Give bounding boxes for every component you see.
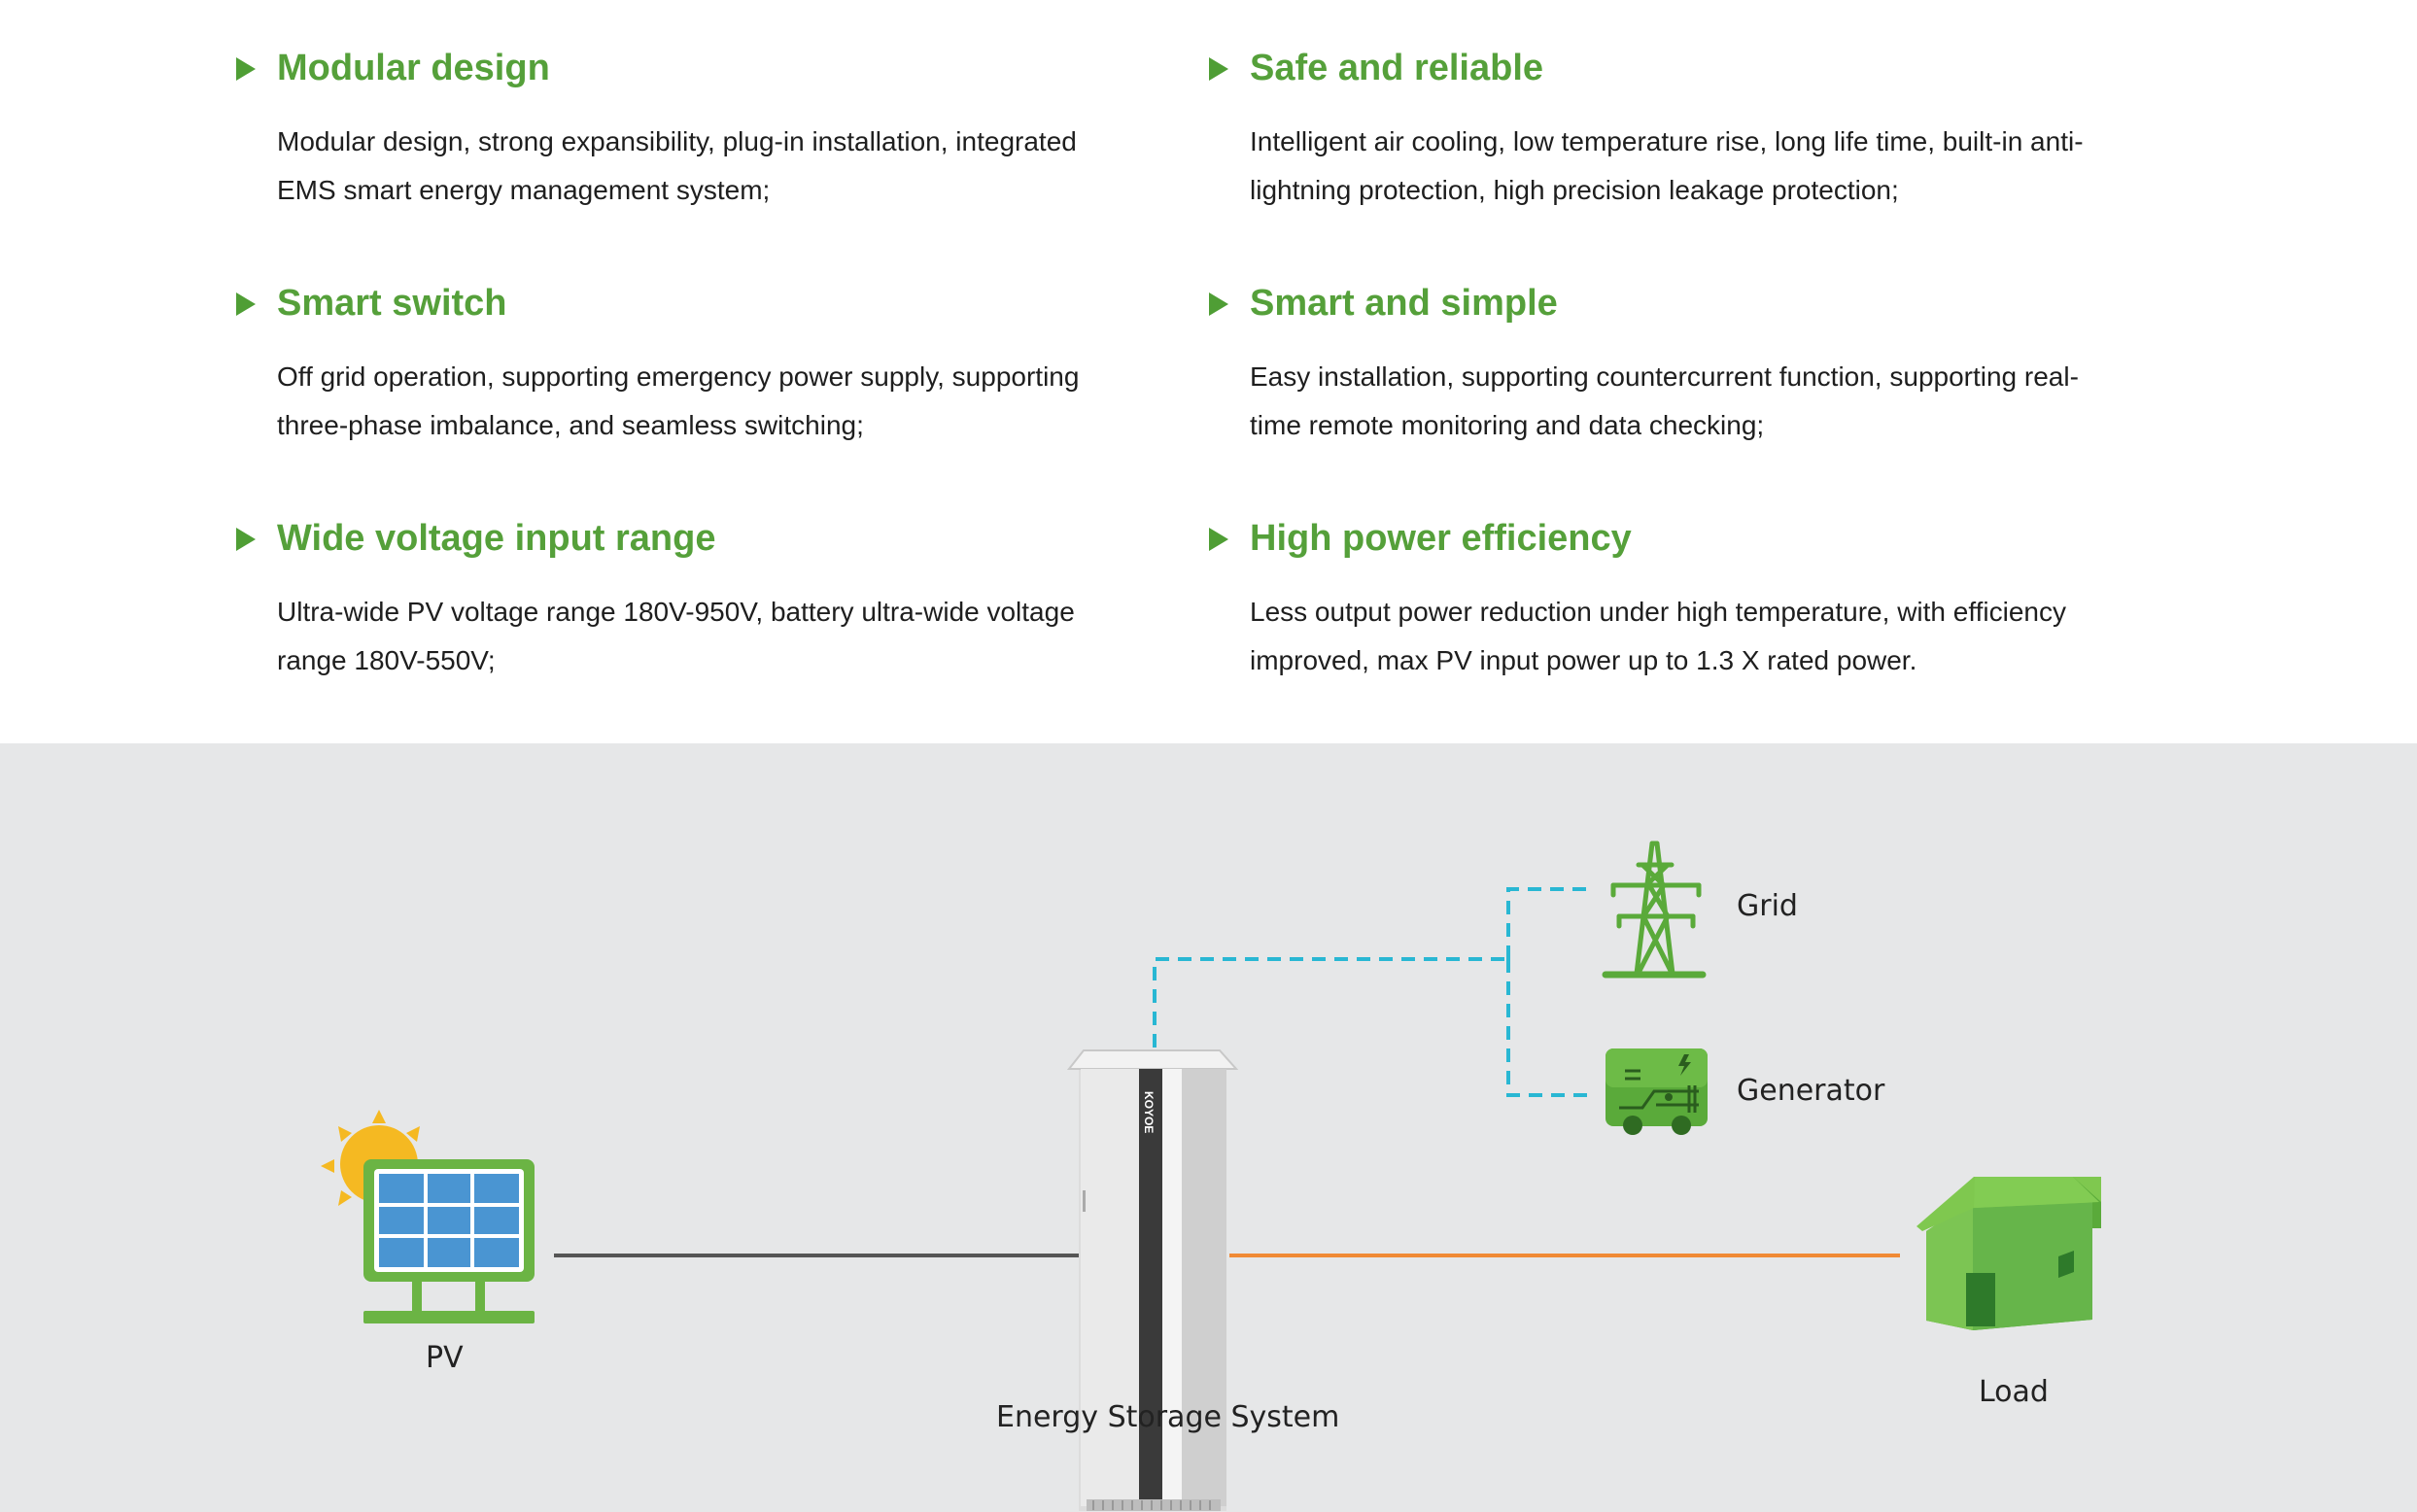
grid-dashed-link bbox=[1153, 887, 1594, 1097]
generator-label: Generator bbox=[1737, 1074, 1885, 1108]
feature-description: Easy installation, supporting countercur… bbox=[1250, 361, 2079, 440]
feature-description: Less output power reduction under high t… bbox=[1250, 597, 2066, 675]
load-label: Load bbox=[1979, 1375, 2049, 1409]
feature-title: Safe and reliable bbox=[1250, 48, 1544, 88]
diagram-canvas: KOYOE bbox=[321, 841, 2101, 1511]
generator-icon bbox=[1606, 1048, 1708, 1135]
feature-title: Modular design bbox=[277, 48, 550, 88]
energy-storage-cabinet-icon: KOYOE bbox=[1066, 1049, 1239, 1511]
feature-description: Modular design, strong expansibility, pl… bbox=[277, 126, 1077, 205]
ess-label: Energy Storage System bbox=[996, 1400, 1340, 1434]
play-arrow-icon bbox=[236, 57, 256, 81]
system-diagram: KOYOE bbox=[0, 743, 2417, 1512]
feature-title: Smart switch bbox=[277, 283, 507, 324]
transmission-tower-icon bbox=[1602, 841, 1707, 979]
feature-description: Off grid operation, supporting emergency… bbox=[277, 361, 1080, 440]
play-arrow-icon bbox=[1209, 292, 1228, 316]
feature-description: Ultra-wide PV voltage range 180V-950V, b… bbox=[277, 597, 1075, 675]
play-arrow-icon bbox=[236, 528, 256, 551]
feature-description: Intelligent air cooling, low temperature… bbox=[1250, 126, 2084, 205]
feature-title: High power efficiency bbox=[1250, 518, 1632, 559]
solar-panel-icon bbox=[363, 1159, 535, 1323]
house-icon bbox=[1916, 1177, 2101, 1330]
features-section: Modular design Modular design, strong ex… bbox=[0, 0, 2417, 743]
play-arrow-icon bbox=[1209, 528, 1228, 551]
pv-label: PV bbox=[426, 1341, 464, 1375]
play-arrow-icon bbox=[236, 292, 256, 316]
grid-label: Grid bbox=[1737, 889, 1798, 923]
feature-title: Wide voltage input range bbox=[277, 518, 716, 559]
cabinet-brand-text: KOYOE bbox=[1142, 1091, 1156, 1133]
play-arrow-icon bbox=[1209, 57, 1228, 81]
feature-title: Smart and simple bbox=[1250, 283, 1558, 324]
